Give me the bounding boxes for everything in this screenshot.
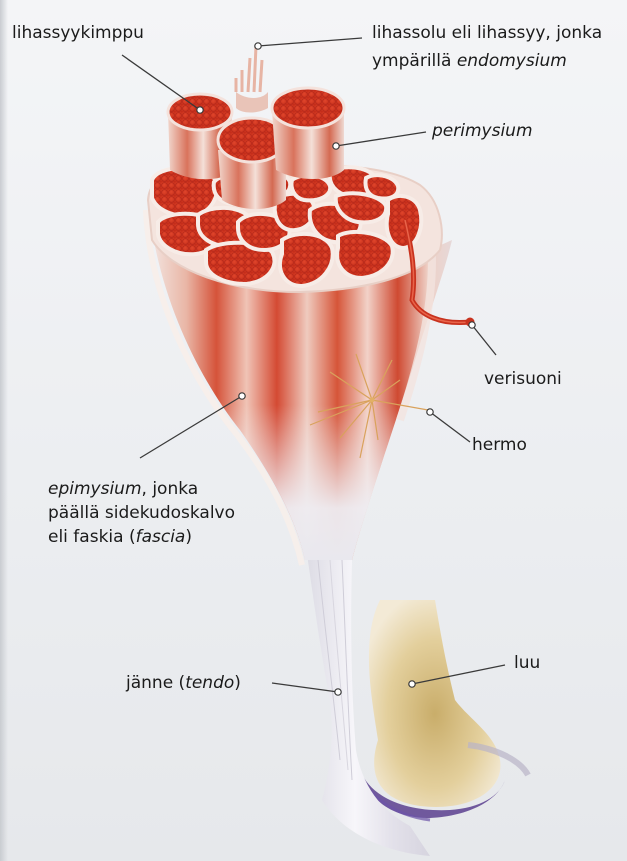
label-bone: luu — [514, 652, 540, 674]
label-nerve: hermo — [472, 434, 527, 456]
label-epimysium-cont: , jonka — [142, 479, 199, 499]
label-tendon-latin: tendo — [185, 673, 234, 693]
label-muscle-fiber-line2: ympärillä endomysium — [372, 50, 567, 72]
label-fascia-latin: fascia — [136, 527, 186, 547]
label-epimysium-line1: epimysium, jonka — [48, 478, 198, 500]
label-muscle-fiber-line1: lihassolu eli lihassyy, jonka — [372, 22, 602, 44]
label-perimysium: perimysium — [432, 120, 533, 142]
label-blood-vessel: verisuoni — [484, 368, 562, 390]
label-tendon-fi: jänne ( — [126, 673, 185, 693]
label-epimysium-line2: päällä sidekudoskalvo — [48, 502, 235, 524]
label-fascicle: lihassyykimppu — [12, 22, 144, 44]
label-tendon: jänne (tendo) — [126, 672, 241, 694]
label-epimysium: epimysium — [48, 479, 142, 499]
label-epimysium-line3: eli faskia (fascia) — [48, 526, 192, 548]
label-fascia-suffix: ) — [185, 527, 192, 547]
label-endomysium: endomysium — [457, 51, 567, 71]
label-fascia-prefix: eli faskia ( — [48, 527, 136, 547]
bone-shape — [352, 600, 528, 820]
label-tendon-suffix: ) — [234, 673, 241, 693]
label-muscle-fiber-around: ympärillä — [372, 51, 457, 71]
